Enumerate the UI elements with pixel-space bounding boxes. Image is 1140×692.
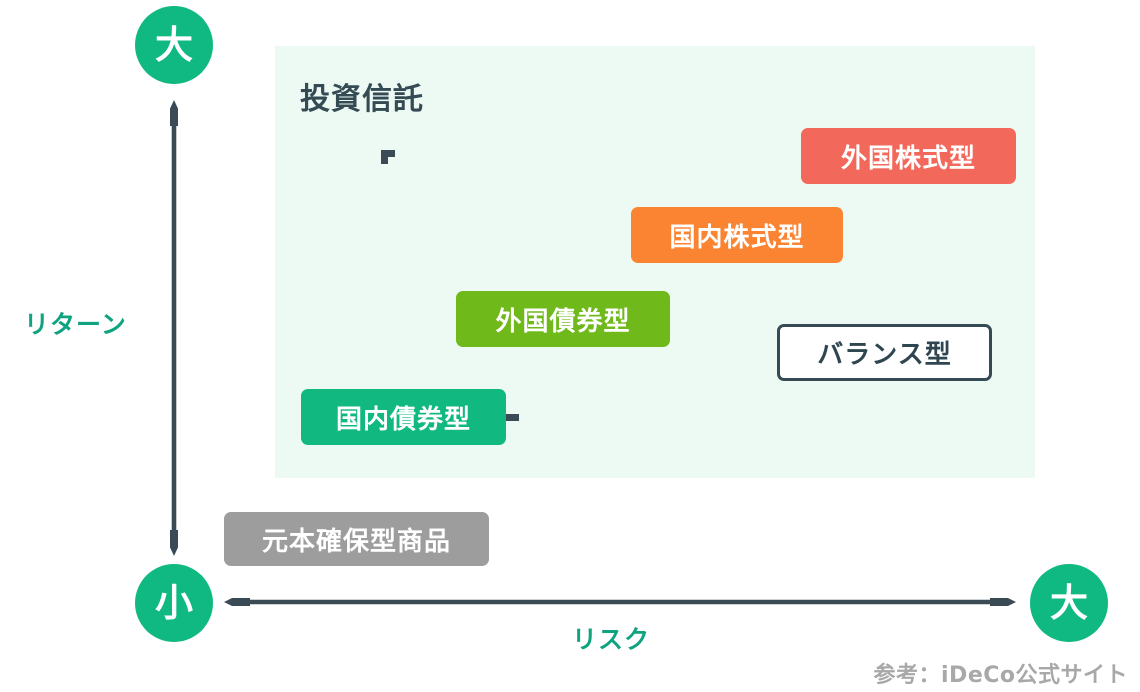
dashed-connector-bottom: [505, 414, 909, 421]
risk-axis-label: リスク: [572, 625, 651, 654]
return-axis-label: リターン: [24, 310, 127, 339]
risk-high-marker: 大: [1030, 564, 1108, 642]
dashed-connector-top: [381, 150, 813, 157]
item-domestic-bond: 国内債券型: [301, 389, 506, 445]
risk-axis-arrow: [224, 598, 1016, 606]
item-foreign-stock: 外国株式型: [801, 128, 1016, 184]
dashed-connector-left: [381, 150, 388, 396]
item-domestic-stock: 国内株式型: [631, 207, 843, 263]
return-axis-arrow: [170, 100, 178, 556]
item-balanced: バランス型: [777, 324, 992, 381]
source-credit: 参考：iDeCo公式サイト: [873, 663, 1128, 688]
dashed-connector-right: [902, 168, 909, 421]
return-high-marker: 大: [135, 6, 213, 84]
return-low-marker: 小: [135, 564, 213, 642]
item-foreign-bond: 外国債券型: [456, 291, 670, 347]
item-principal-guaranteed: 元本確保型商品: [224, 512, 489, 566]
investment-trust-title: 投資信託: [300, 82, 424, 117]
